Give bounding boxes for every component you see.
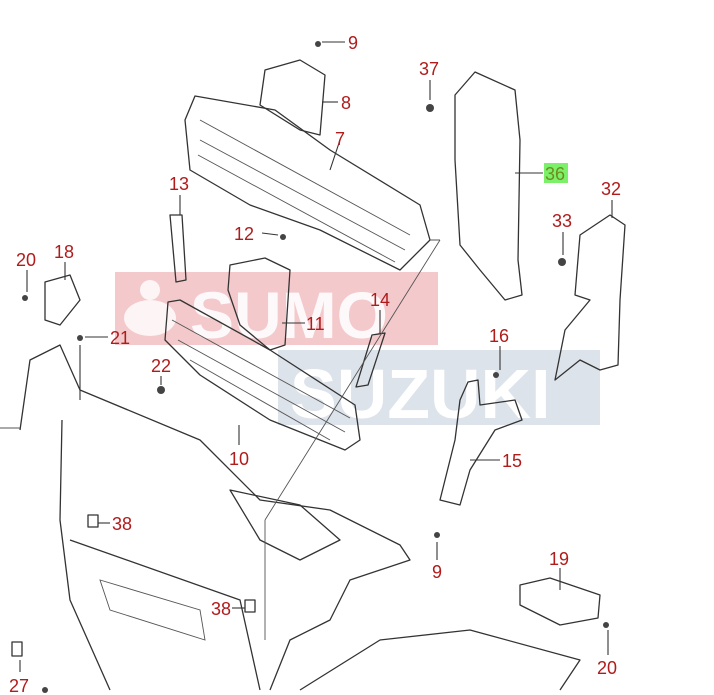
callout-19: 19 — [549, 549, 569, 569]
callout-27: 27 — [9, 676, 29, 695]
callout-14: 14 — [370, 290, 390, 310]
callout-37: 37 — [419, 59, 439, 79]
sumo-logo-icon — [140, 280, 160, 300]
callout-labels: 9 8 7 37 36 32 13 12 33 20 18 14 11 21 1… — [9, 33, 621, 695]
callout-36: 36 — [545, 164, 565, 184]
watermark-suzuki: SUZUKI — [290, 355, 551, 433]
watermark: SUMO SUZUKI — [115, 272, 600, 433]
callout-36-highlight — [544, 163, 568, 183]
callout-7: 7 — [335, 129, 345, 149]
callout-11: 11 — [306, 314, 325, 334]
callout-13: 13 — [169, 174, 189, 194]
callout-16: 16 — [489, 326, 509, 346]
callout-38-lower: 38 — [211, 599, 231, 619]
callout-9: 9 — [348, 33, 358, 53]
callout-9-lower: 9 — [432, 562, 442, 582]
callout-18: 18 — [54, 242, 74, 262]
callout-21: 21 — [110, 328, 130, 348]
callout-8: 8 — [341, 93, 351, 113]
callout-32: 32 — [601, 179, 621, 199]
callout-22: 22 — [151, 356, 171, 376]
leader-lines — [19, 41, 613, 672]
callout-20: 20 — [16, 250, 36, 270]
callout-15: 15 — [502, 451, 522, 471]
callout-33: 33 — [552, 211, 572, 231]
callout-12: 12 — [234, 224, 254, 244]
parts-drawing — [0, 41, 626, 693]
callout-20-lower: 20 — [597, 658, 617, 678]
callout-10: 10 — [229, 449, 249, 469]
callout-38: 38 — [112, 514, 132, 534]
